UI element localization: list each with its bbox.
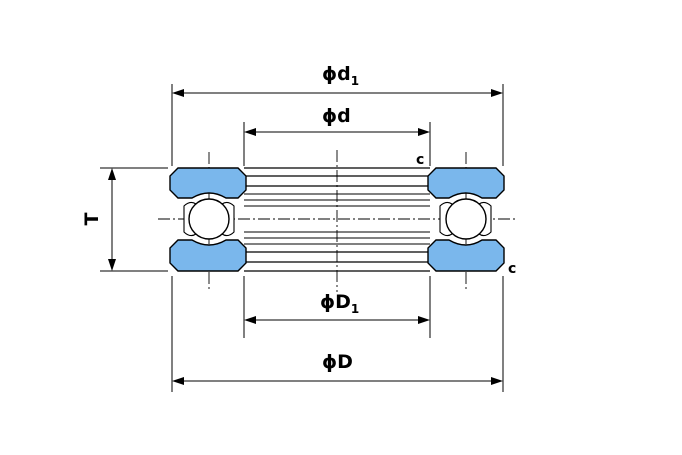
left-ball <box>188 198 230 240</box>
label-D1: ϕD1 <box>320 291 359 316</box>
label-chamfer-bottom: c <box>508 261 516 277</box>
dimension-line-D1 <box>244 316 430 324</box>
label-d: ϕd <box>322 105 351 127</box>
left-bottom-ring <box>169 239 247 272</box>
label-d1: ϕd1 <box>322 63 359 88</box>
right-bottom-ring <box>427 239 505 272</box>
left-bearing-section <box>169 167 247 272</box>
dimension-line-d1 <box>172 89 503 97</box>
dimension-line-T <box>108 168 116 271</box>
right-ball <box>445 198 487 240</box>
dimension-line-d <box>244 128 430 136</box>
right-bearing-section <box>427 167 505 272</box>
top-washer-body <box>244 167 430 207</box>
extension-lines <box>100 84 504 392</box>
label-D: ϕD <box>322 351 353 373</box>
label-chamfer-top: c <box>416 152 424 168</box>
label-T: T <box>81 212 103 225</box>
dimension-line-D <box>172 377 503 385</box>
right-top-ring <box>427 167 505 199</box>
left-top-ring <box>169 167 247 199</box>
bottom-washer-body <box>244 231 430 272</box>
